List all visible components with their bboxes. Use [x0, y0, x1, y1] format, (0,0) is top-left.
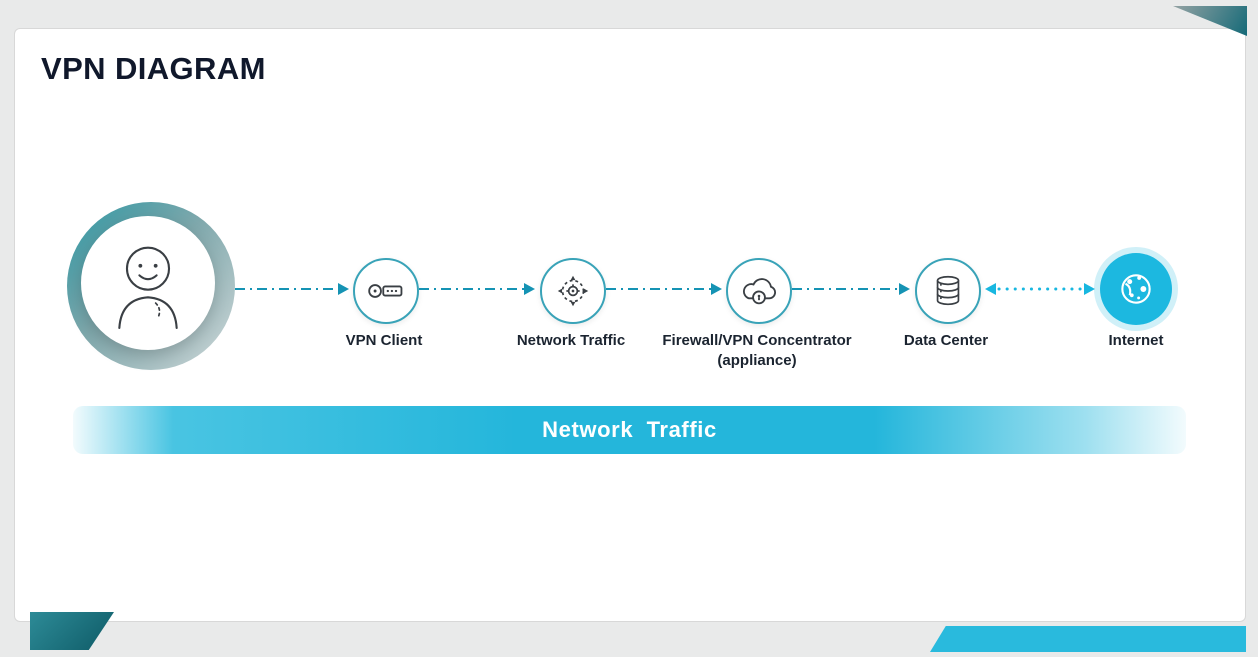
corner-accent-bottom-right — [930, 626, 1246, 652]
network-traffic-banner: Network Traffic — [73, 406, 1186, 454]
node-data-center — [915, 258, 981, 324]
flow-arrow-firewall-to-data-center — [792, 283, 910, 295]
node-user — [67, 202, 235, 370]
node-label-internet: Internet — [1108, 332, 1164, 349]
user-icon — [118, 246, 178, 329]
node-label-data-center: Data Center — [903, 332, 989, 349]
database-icon — [936, 275, 960, 306]
diagram-card: VPN DIAGRAM — [14, 28, 1246, 622]
node-network-traffic — [540, 258, 606, 324]
flow-arrow-data-center-internet-bidirectional — [985, 283, 1095, 295]
page-title: VPN DIAGRAM — [41, 51, 266, 86]
node-vpn-client — [353, 258, 419, 324]
flow-arrow-network-traffic-to-firewall — [606, 283, 722, 295]
flow-arrow-user-to-vpn-client — [235, 283, 349, 295]
node-label-network-traffic: Network Traffic — [516, 332, 626, 349]
corner-accent-bottom-left — [30, 612, 114, 650]
node-user-circle — [81, 216, 215, 350]
traffic-dial-icon — [557, 275, 589, 307]
globe-icon — [1121, 274, 1151, 304]
network-traffic-banner-label: Network Traffic — [542, 417, 717, 442]
node-internet — [1100, 253, 1172, 325]
node-label-vpn-client: VPN Client — [345, 332, 423, 349]
node-label-firewall-vpn-concentrator: Firewall/VPN Concentrator (appliance) — [662, 332, 852, 369]
node-firewall-vpn-concentrator — [726, 258, 792, 324]
flow-arrow-vpn-client-to-network-traffic — [419, 283, 535, 295]
key-icon — [368, 284, 403, 298]
cloud-lock-icon — [743, 278, 776, 305]
